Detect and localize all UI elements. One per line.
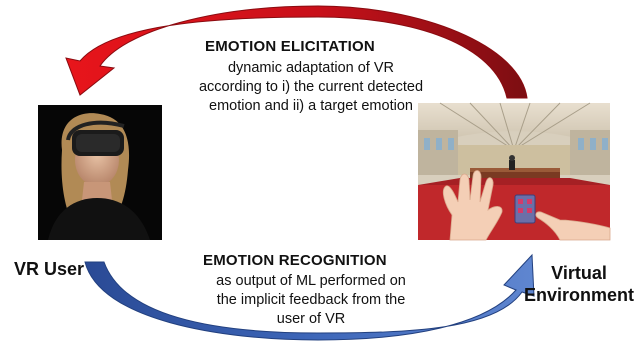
- virtual-environment-label-line2: Environment: [523, 285, 634, 305]
- elicitation-line: dynamic adaptation of VR: [227, 60, 395, 76]
- vr-user-photo: [38, 105, 162, 240]
- recognition-line: user of VR: [276, 311, 346, 327]
- elicitation-line: emotion and ii) a target emotion: [209, 98, 413, 114]
- recognition-arrow: [84, 253, 535, 341]
- virtual-environment-label-line1: Virtual: [551, 263, 607, 283]
- virtual-environment-screenshot: [418, 102, 611, 241]
- elicitation-line: according to i) the current detected: [198, 79, 424, 95]
- recognition-description: as output of ML performed on the implici…: [166, 272, 456, 329]
- vr-user-label: VR User: [14, 259, 85, 279]
- recognition-line: the implicit feedback from the: [216, 292, 406, 308]
- virtual-environment-label: Virtual Environment: [522, 262, 636, 306]
- recognition-line: as output of ML performed on: [216, 273, 406, 289]
- elicitation-arrow: [65, 5, 528, 99]
- elicitation-description: dynamic adaptation of VR according to i)…: [166, 59, 456, 116]
- elicitation-title: EMOTION ELICITATION: [205, 38, 375, 55]
- recognition-title: EMOTION RECOGNITION: [203, 252, 387, 269]
